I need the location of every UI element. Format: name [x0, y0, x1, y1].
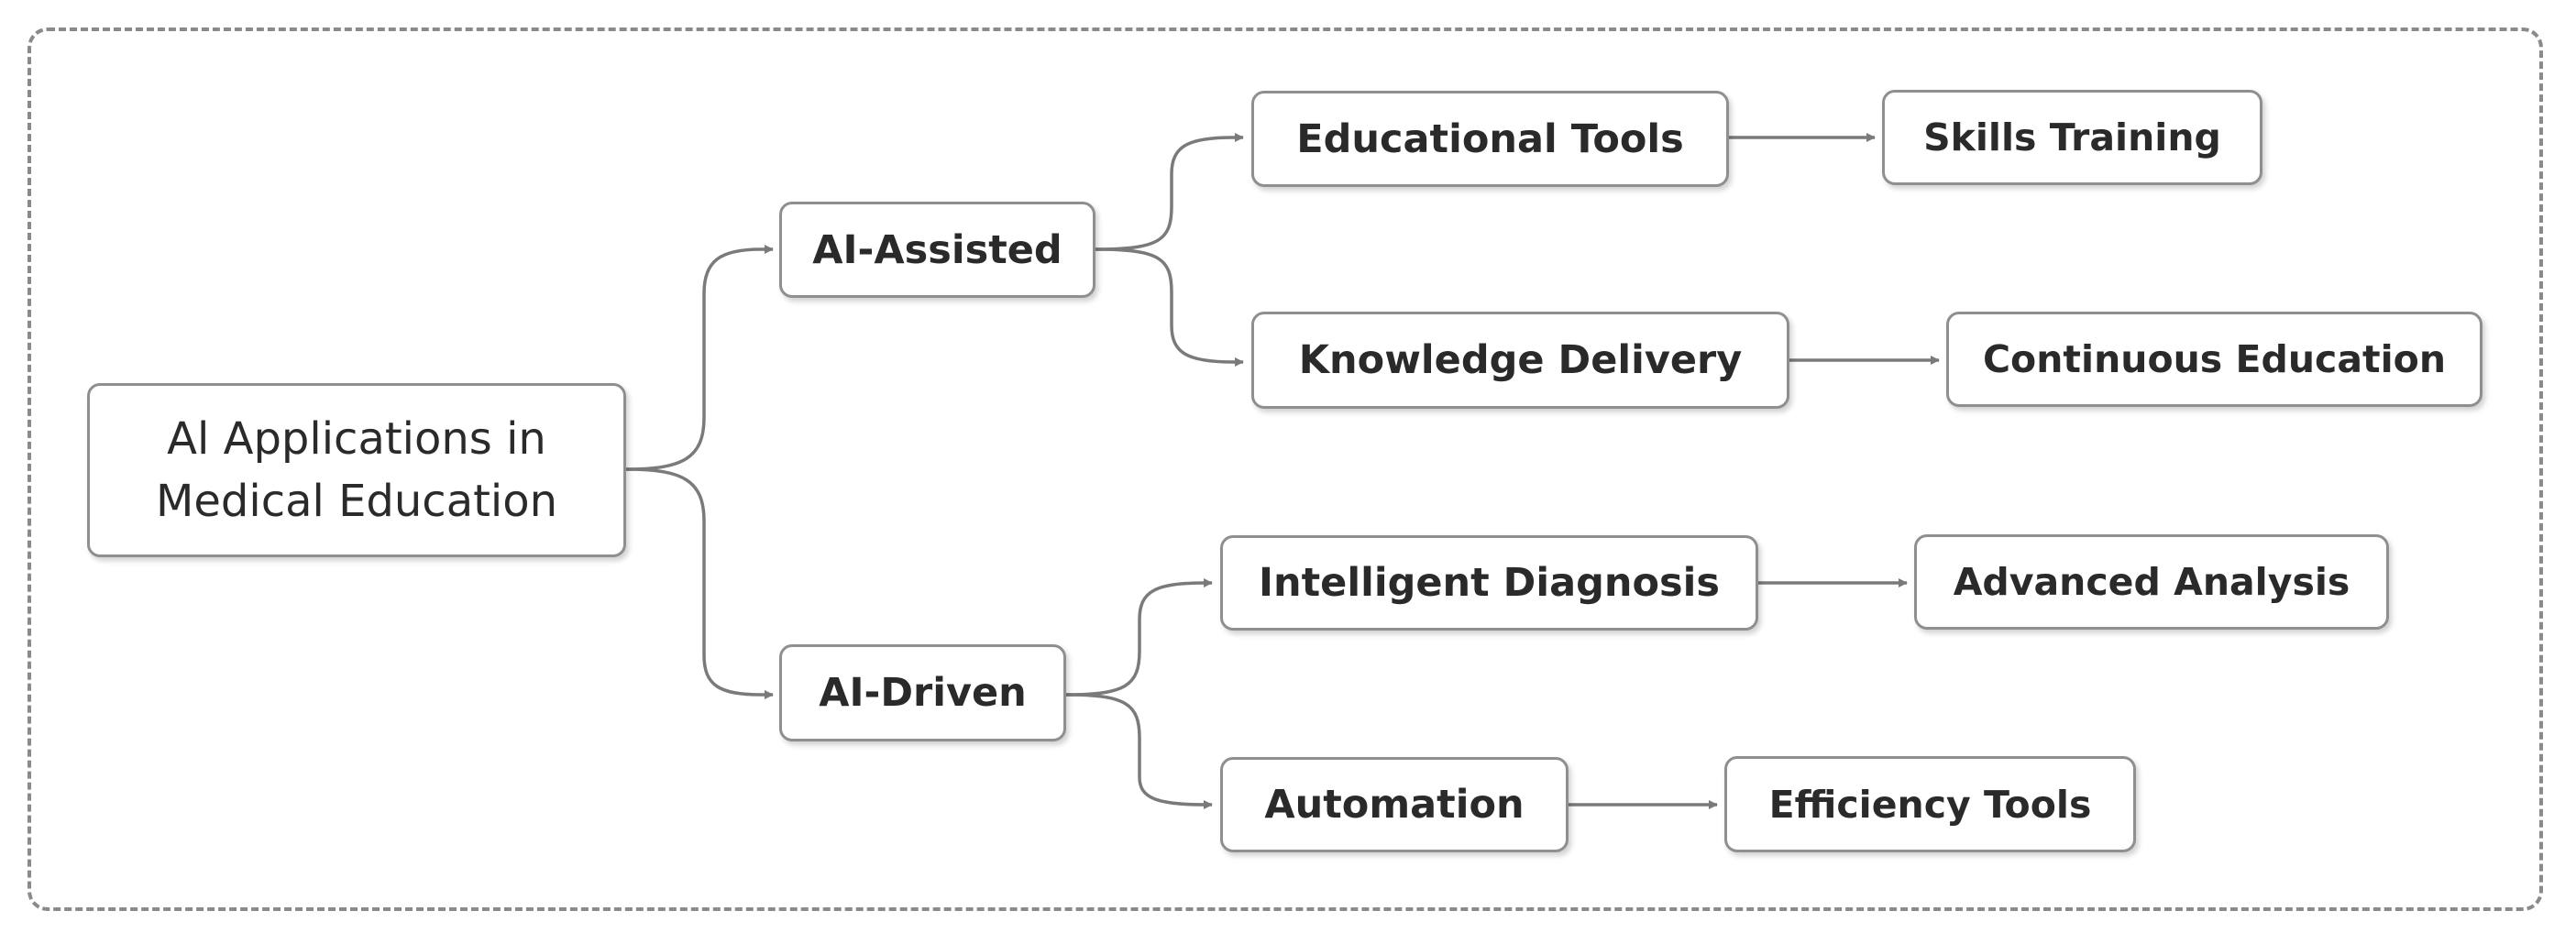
- outcome-skills-training-label: Skills Training: [1923, 115, 2221, 159]
- item-intelligent-diagnosis: Intelligent Diagnosis: [1220, 535, 1758, 631]
- connector-driven-to-automation: [1065, 693, 1213, 809]
- item-automation: Automation: [1220, 757, 1569, 852]
- root-title-line2: Medical Education: [155, 476, 558, 527]
- item-automation-label: Automation: [1264, 782, 1525, 828]
- outcome-advanced-analysis: Advanced Analysis: [1914, 534, 2389, 630]
- connector-assisted-to-educational-tools: [1095, 133, 1244, 251]
- outcome-continuous-education-label: Continuous Education: [1982, 337, 2447, 381]
- outcome-skills-training: Skills Training: [1882, 90, 2262, 185]
- diagram-frame: [28, 27, 2543, 911]
- connector-root-to-assisted: [625, 245, 774, 471]
- outcome-continuous-education: Continuous Education: [1946, 312, 2482, 407]
- item-knowledge-delivery-label: Knowledge Delivery: [1298, 337, 1743, 383]
- item-educational-tools-label: Educational Tools: [1296, 115, 1684, 162]
- outcome-advanced-analysis-label: Advanced Analysis: [1953, 560, 2350, 604]
- branch-ai-driven: AI-Driven: [779, 644, 1066, 741]
- root-node: Al Applications in Medical Education: [87, 383, 626, 557]
- connector-assisted-to-knowledge-delivery: [1095, 247, 1244, 367]
- branch-ai-assisted: AI-Assisted: [779, 202, 1095, 298]
- item-educational-tools: Educational Tools: [1251, 91, 1729, 187]
- branch-ai-driven-label: AI-Driven: [819, 670, 1027, 716]
- item-knowledge-delivery: Knowledge Delivery: [1251, 312, 1789, 409]
- outcome-efficiency-tools-label: Efficiency Tools: [1768, 782, 2092, 827]
- branch-ai-assisted-label: AI-Assisted: [812, 226, 1062, 273]
- connector-root-to-driven: [625, 467, 774, 699]
- outcome-efficiency-tools: Efficiency Tools: [1724, 756, 2136, 852]
- root-title-line1: Al Applications in: [167, 413, 546, 465]
- item-intelligent-diagnosis-label: Intelligent Diagnosis: [1259, 560, 1720, 606]
- connector-driven-to-intelligent-diagnosis: [1065, 578, 1213, 697]
